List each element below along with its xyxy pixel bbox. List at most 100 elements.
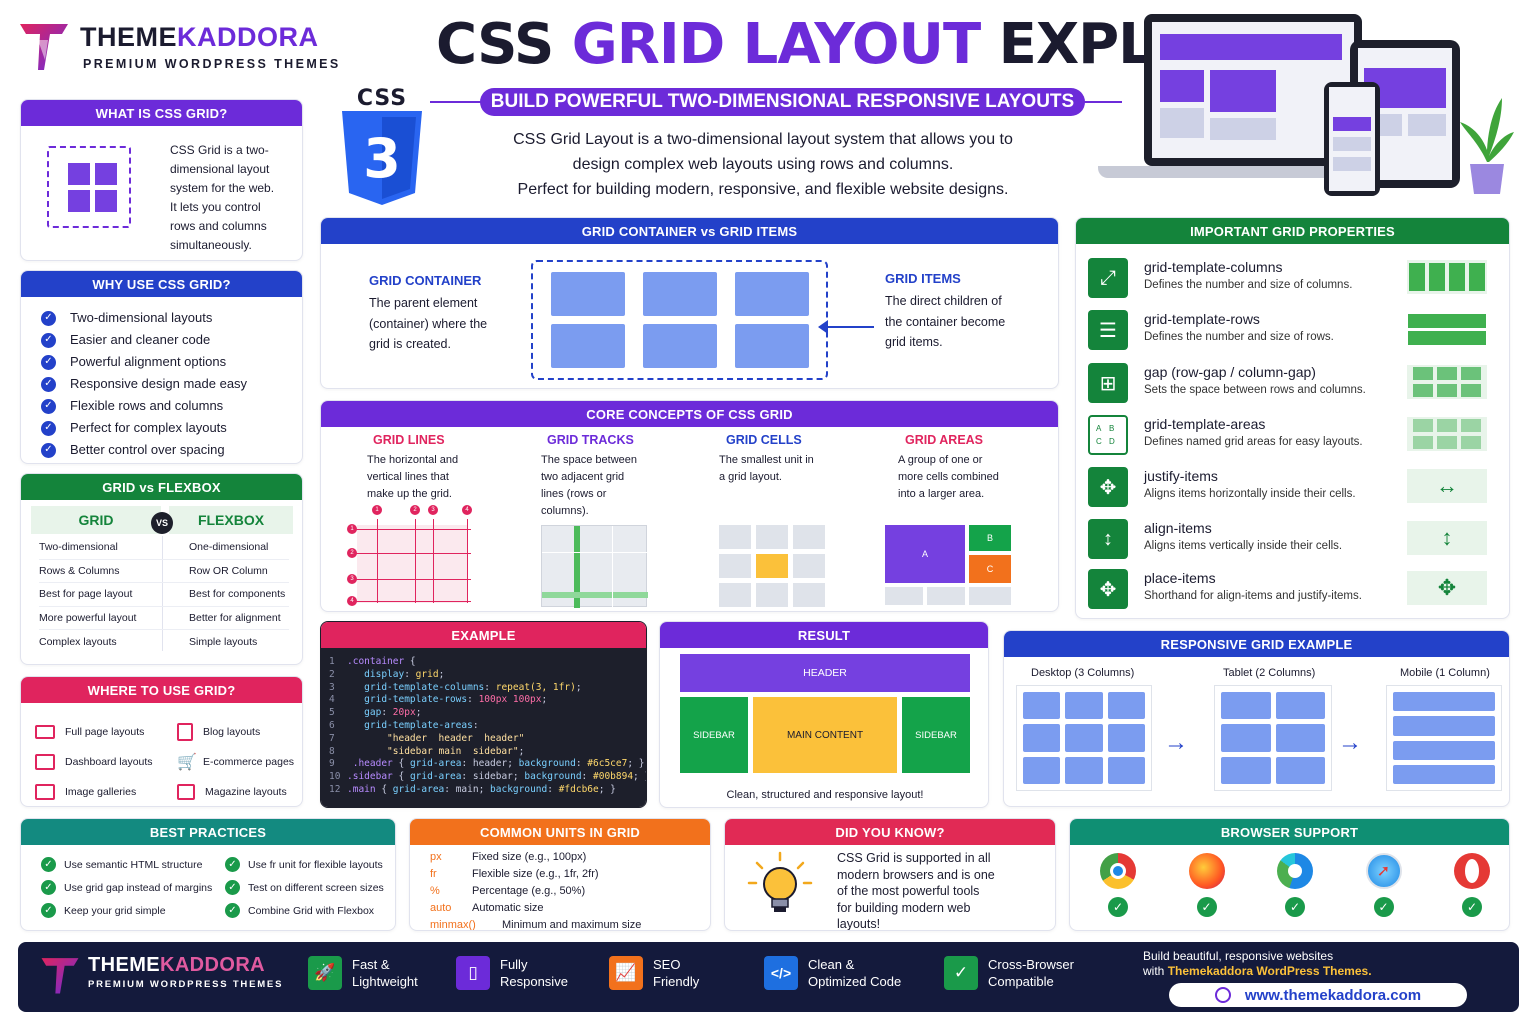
list-item: minmax()Minimum and maximum size (430, 919, 642, 931)
grid-items-heading: GRID ITEMS (885, 271, 961, 286)
gap-icon: ⊞ (1088, 363, 1128, 403)
container-vs-items-panel: GRID CONTAINER vs GRID ITEMS GRID CONTAI… (320, 217, 1059, 389)
grid-lines-diagram: 1 2 3 4 1 2 3 4 (347, 505, 477, 609)
core-concepts-title: CORE CONCEPTS OF CSS GRID (321, 401, 1058, 427)
browser-item: ✓ (1188, 853, 1225, 917)
check-icon: ✓ (41, 332, 56, 348)
example-title: EXAMPLE (321, 622, 646, 648)
globe-icon (1214, 987, 1231, 1003)
tablet-grid (1214, 685, 1332, 791)
footer-tagline: PREMIUM WORDPRESS THEMES (88, 979, 284, 990)
grid-properties-panel: IMPORTANT GRID PROPERTIES ⤢ grid-templat… (1075, 217, 1510, 619)
arrow-left-icon (824, 326, 874, 328)
edge-icon (1277, 853, 1313, 889)
code-block: 1.container { 2 display: grid; 3 grid-te… (321, 648, 646, 807)
mobile-grid (1386, 685, 1502, 791)
css3-logo-icon: CSS 3 (340, 86, 424, 210)
columns-visual (1407, 260, 1487, 294)
tablet-label: Tablet (2 Columns) (1223, 667, 1316, 679)
check-icon: ✓ (41, 857, 56, 872)
check-icon: ✓ (41, 398, 56, 414)
list-item: ✓Perfect for complex layouts (41, 417, 247, 439)
opera-icon (1454, 853, 1490, 889)
plant-icon (1460, 98, 1514, 194)
check-icon: ✓ (225, 880, 240, 895)
dashboard-icon (35, 754, 55, 770)
why-list: ✓Two-dimensional layouts ✓Easier and cle… (41, 307, 247, 461)
where-to-use-panel: WHERE TO USE GRID? Full page layouts Blo… (20, 676, 303, 807)
grid-areas-diagram: A B C (885, 525, 1013, 607)
where-to-use-title: WHERE TO USE GRID? (21, 677, 302, 703)
check-icon: ✓ (41, 354, 56, 370)
brand-name: THEMEKADDORA (80, 22, 319, 52)
monitor-icon (35, 725, 55, 739)
safari-icon: ➚ (1365, 853, 1402, 889)
list-item: ✓Powerful alignment options (41, 351, 247, 373)
code-icon: </> (764, 956, 798, 990)
check-icon: ✓ (41, 442, 56, 458)
desktop-label: Desktop (3 Columns) (1031, 667, 1135, 679)
core-concepts-panel: CORE CONCEPTS OF CSS GRID GRID LINES The… (320, 400, 1059, 612)
result-title: RESULT (660, 622, 988, 648)
check-icon: ✓ (1285, 897, 1305, 917)
result-header-block: HEADER (680, 654, 970, 692)
grid-cells-diagram (719, 525, 825, 607)
website-link[interactable]: www.themekaddora.com (1169, 983, 1467, 1007)
vs-badge: VS (151, 512, 173, 534)
firefox-icon (1188, 853, 1225, 889)
magazine-icon (177, 784, 195, 800)
check-icon: ✓ (41, 376, 56, 392)
list-item: ✓Flexible rows and columns (41, 395, 247, 417)
shield-check-icon: ✓ (944, 956, 978, 990)
themekaddora-logo-icon (41, 958, 79, 994)
list-item: ✓Use grid gap instead of margins✓Test on… (41, 876, 391, 899)
feature-fast: 🚀Fast &Lightweight (308, 956, 418, 990)
rows-visual (1407, 312, 1487, 346)
grid-container-diagram (531, 260, 828, 380)
desktop-grid (1016, 685, 1152, 791)
check-icon: ✓ (41, 903, 56, 918)
areas-visual (1407, 417, 1487, 451)
list-item: ✓Keep your grid simple✓Combine Grid with… (41, 899, 391, 922)
grid-properties-title: IMPORTANT GRID PROPERTIES (1076, 218, 1509, 244)
list-item: ✓Better control over spacing (41, 439, 247, 461)
horizontal-arrows-icon: ↔ (1407, 469, 1487, 503)
flexbox-column-head: FLEXBOX (169, 506, 293, 534)
grid-tracks-heading: GRID TRACKS (547, 433, 634, 447)
browser-item: ✓ (1100, 853, 1136, 917)
subtitle-banner: BUILD POWERFUL TWO-DIMENSIONAL RESPONSIV… (480, 88, 1085, 116)
container-vs-items-title: GRID CONTAINER vs GRID ITEMS (321, 218, 1058, 244)
vertical-arrows-icon: ↕ (1088, 519, 1128, 559)
check-icon: ✓ (41, 420, 56, 436)
mobile-label: Mobile (1 Column) (1400, 667, 1490, 679)
move-icon: ✥ (1088, 569, 1128, 609)
devices-illustration (1098, 12, 1518, 202)
did-you-know-title: DID YOU KNOW? (725, 819, 1055, 845)
property-row: ⊞ gap (row-gap / column-gap)Sets the spa… (1088, 363, 1497, 409)
expand-icon: ⤢ (1088, 258, 1128, 298)
document-icon (177, 723, 193, 741)
example-code-panel: EXAMPLE 1.container { 2 display: grid; 3… (320, 621, 647, 808)
rocket-icon: 🚀 (308, 956, 342, 990)
grid-vs-flexbox-title: GRID vs FLEXBOX (21, 474, 302, 500)
list-item: Full page layouts Blog layouts (35, 717, 295, 747)
grid-container-heading: GRID CONTAINER (369, 273, 482, 288)
